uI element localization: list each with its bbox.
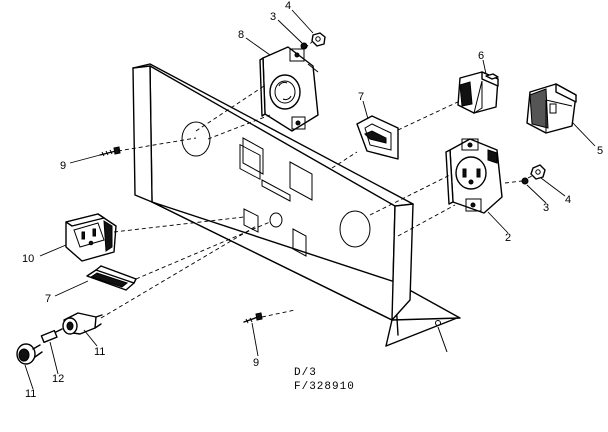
drawing-code: D/3 bbox=[294, 367, 317, 379]
callout-6: 6 bbox=[478, 50, 484, 62]
straight-blade-receptacle bbox=[445, 138, 503, 214]
callout-3-top: 3 bbox=[270, 11, 276, 23]
callout-4-right: 4 bbox=[565, 194, 571, 206]
callout-2: 2 bbox=[505, 232, 511, 244]
callout-11-left: 11 bbox=[25, 388, 36, 400]
fuse-holder bbox=[62, 312, 103, 335]
twist-lock-receptacle bbox=[259, 46, 319, 132]
nut-and-washer-right bbox=[521, 164, 546, 185]
ac-outlet bbox=[65, 213, 117, 262]
callout-4-top: 4 bbox=[285, 0, 291, 12]
callout-9-bottom: 9 bbox=[253, 357, 259, 369]
fuse-holder-cover bbox=[86, 265, 137, 291]
fuse-knob bbox=[16, 343, 43, 365]
screw-bottom bbox=[243, 312, 263, 324]
callout-labels: 4 3 8 6 7 5 9 4 3 2 10 7 11 12 11 9 bbox=[22, 0, 603, 400]
mounting-plate-top bbox=[356, 115, 399, 160]
drawing-codes: D/3 F/328910 bbox=[294, 367, 355, 393]
callout-7-top: 7 bbox=[358, 91, 364, 103]
slot-cutout bbox=[261, 179, 291, 202]
round-cutout-left bbox=[181, 121, 211, 157]
callout-11-mid: 11 bbox=[94, 346, 105, 358]
assembly-lines bbox=[100, 41, 535, 319]
nut-and-washer-top bbox=[300, 32, 326, 50]
callout-5: 5 bbox=[597, 145, 603, 157]
callout-3-right: 3 bbox=[543, 202, 549, 214]
callout-9-left: 9 bbox=[60, 160, 66, 172]
control-panel bbox=[132, 63, 461, 353]
figure-code: F/328910 bbox=[294, 381, 355, 393]
outlet-cover-box bbox=[526, 83, 577, 134]
callout-8: 8 bbox=[238, 29, 244, 41]
fuse bbox=[40, 328, 63, 344]
callout-10: 10 bbox=[22, 253, 34, 265]
rocker-switch bbox=[457, 71, 499, 115]
callout-leaders bbox=[24, 9, 596, 390]
screw-left bbox=[99, 146, 121, 157]
callout-7-bottom: 7 bbox=[45, 293, 51, 305]
callout-12: 12 bbox=[52, 373, 64, 385]
round-cutout-right bbox=[339, 210, 371, 248]
